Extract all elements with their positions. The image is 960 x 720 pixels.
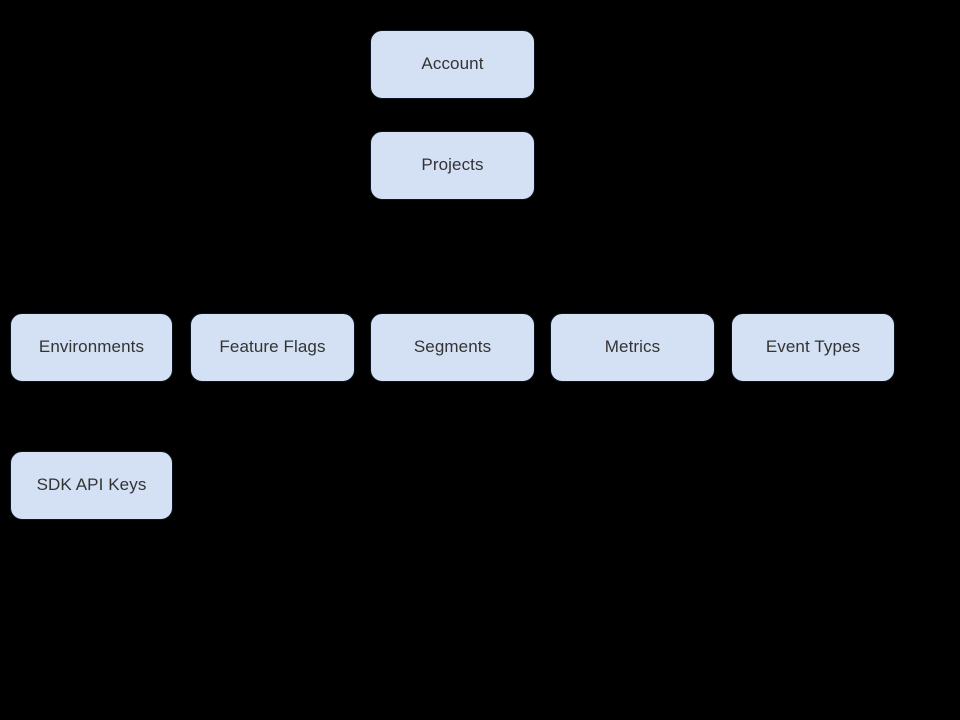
- node-account[interactable]: Account: [370, 30, 535, 99]
- node-label-projects: Projects: [421, 155, 484, 175]
- node-metrics[interactable]: Metrics: [550, 313, 715, 382]
- edge-projects-to-metrics: [452, 200, 633, 313]
- node-label-event-types: Event Types: [765, 337, 861, 357]
- node-sdk-api-keys[interactable]: SDK API Keys: [10, 451, 173, 520]
- node-label-environments: Environments: [38, 337, 145, 357]
- edge-projects-to-environments: [91, 200, 453, 313]
- node-projects[interactable]: Projects: [370, 131, 535, 200]
- edge-projects-to-event-types: [452, 200, 814, 313]
- node-label-segments: Segments: [413, 337, 492, 357]
- node-environments[interactable]: Environments: [10, 313, 173, 382]
- node-label-metrics: Metrics: [604, 337, 661, 357]
- edge-projects-to-feature-flags: [272, 200, 453, 313]
- node-label-sdk-api-keys: SDK API Keys: [36, 475, 147, 495]
- node-event-types[interactable]: Event Types: [731, 313, 895, 382]
- node-feature-flags[interactable]: Feature Flags: [190, 313, 355, 382]
- node-label-account: Account: [421, 54, 484, 74]
- node-label-feature-flags: Feature Flags: [219, 337, 326, 357]
- node-segments[interactable]: Segments: [370, 313, 535, 382]
